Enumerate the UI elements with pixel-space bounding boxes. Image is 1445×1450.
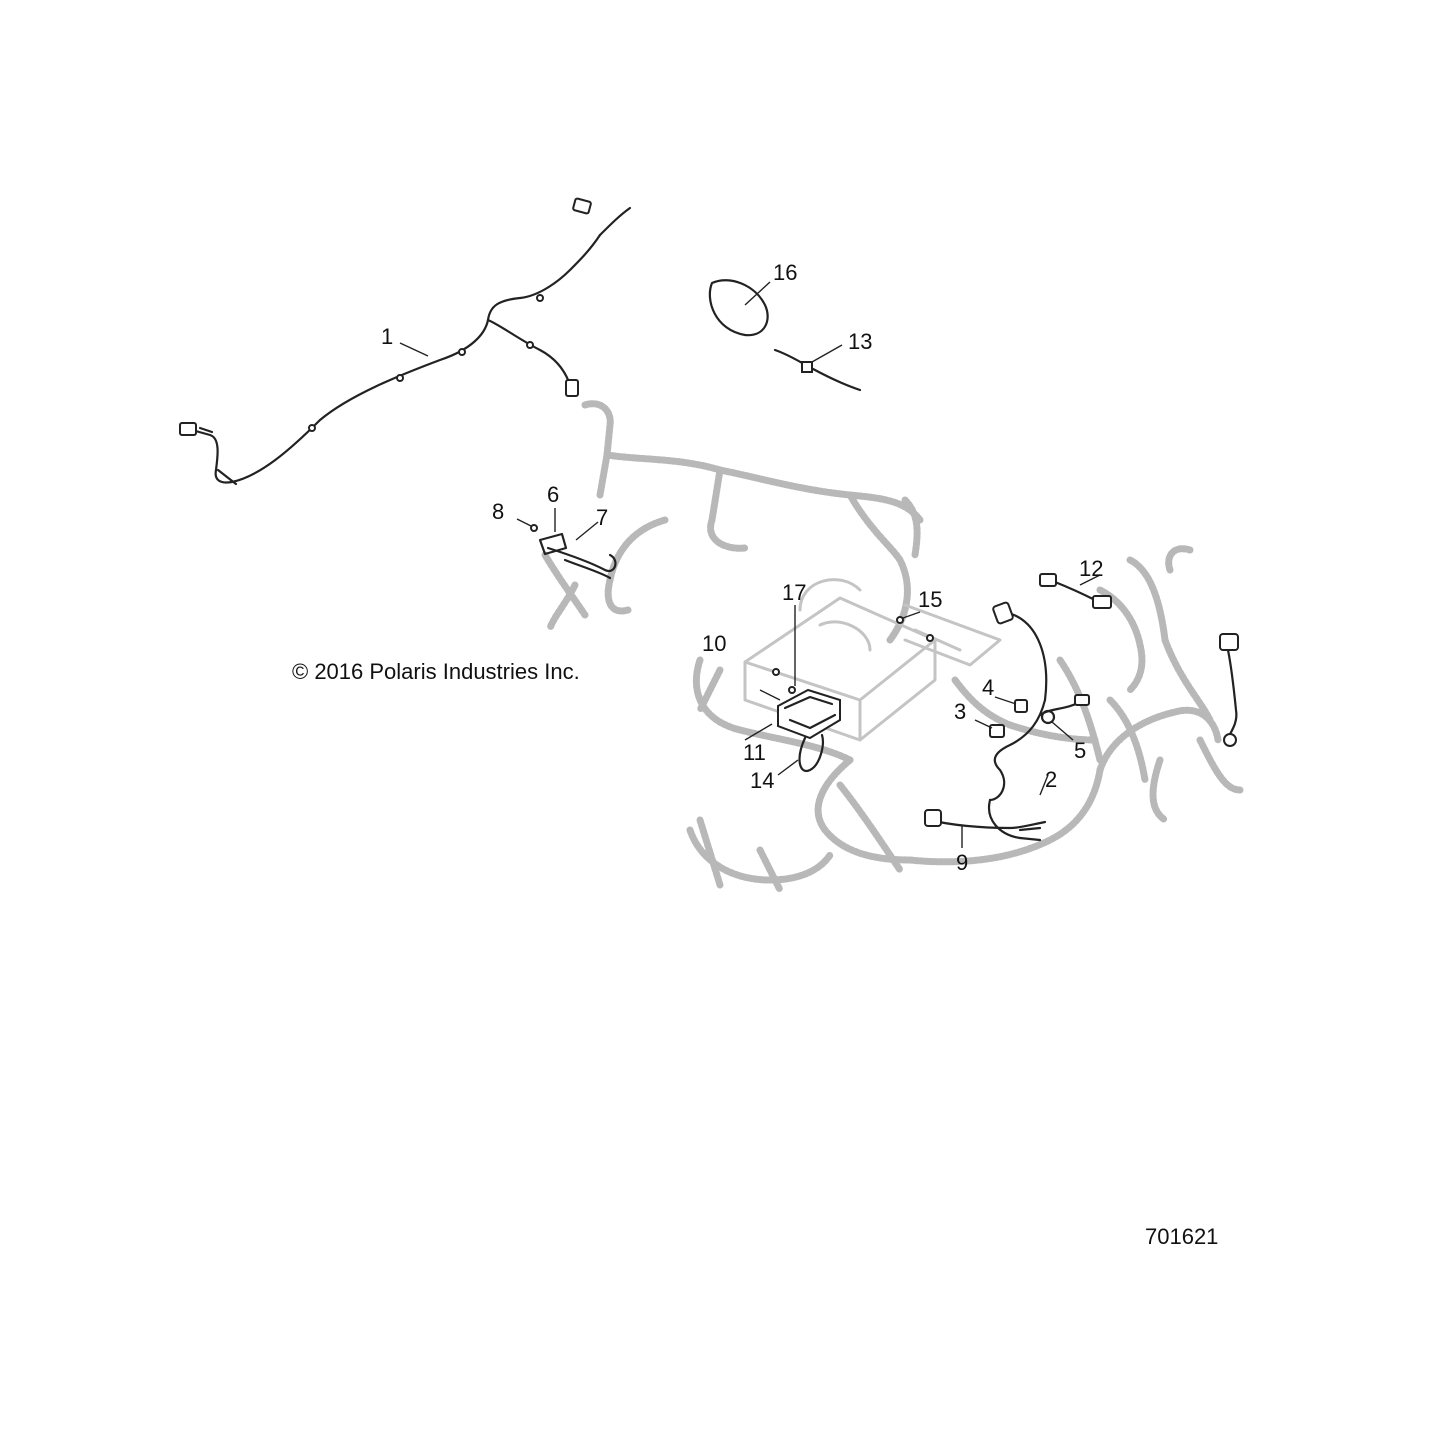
part-1-rear-harness <box>179 197 632 486</box>
callout-17: 17 <box>782 580 806 605</box>
callout-15: 15 <box>918 587 942 612</box>
callout-12: 12 <box>1079 556 1103 581</box>
callout-6: 6 <box>547 482 559 507</box>
callout-8: 8 <box>492 499 504 524</box>
part-6-7-8-bracket <box>516 508 617 580</box>
copyright-notice: © 2016 Polaris Industries Inc. <box>292 659 580 684</box>
background-harness-assembly <box>541 400 1244 894</box>
callout-1: 1 <box>381 324 393 349</box>
callout-10: 10 <box>702 631 726 656</box>
callout-2: 2 <box>1045 767 1057 792</box>
part-12-jumper <box>1039 573 1112 609</box>
callout-labels: 1 2 3 4 5 6 7 8 9 10 11 12 13 14 15 16 1… <box>381 260 1103 875</box>
part-16-loop-strap <box>708 279 771 337</box>
callout-7: 7 <box>596 505 608 530</box>
figure-number: 701621 <box>1145 1224 1218 1249</box>
part-13-cable-tie <box>773 344 862 392</box>
part-3-4-5-connectors <box>974 694 1090 741</box>
right-side-lead <box>1219 633 1239 747</box>
part-11-ecu-module <box>744 605 934 741</box>
part-9-sensor-lead <box>924 809 1047 848</box>
callout-4: 4 <box>982 675 994 700</box>
callout-16: 16 <box>773 260 797 285</box>
callout-9: 9 <box>956 850 968 875</box>
part-2-harness <box>987 601 1049 842</box>
callout-5: 5 <box>1074 738 1086 763</box>
callout-13: 13 <box>848 329 872 354</box>
callout-14: 14 <box>750 768 774 793</box>
callout-3: 3 <box>954 699 966 724</box>
part-14-ecu-cable <box>777 733 824 776</box>
callout-11: 11 <box>743 740 766 765</box>
